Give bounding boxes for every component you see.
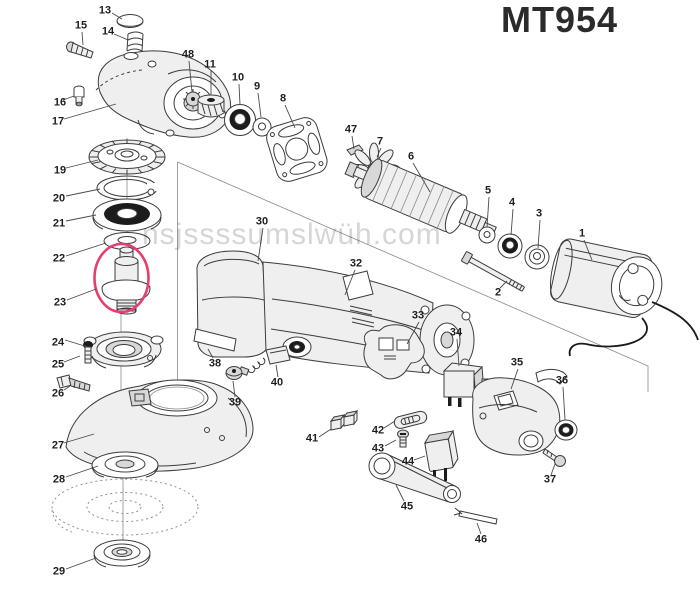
leader-line-7 — [376, 147, 382, 158]
bearing-plate-art — [266, 117, 328, 182]
leader-line-10 — [238, 83, 241, 106]
leader-line-19 — [65, 159, 99, 169]
leader-line-23 — [66, 288, 97, 301]
lock-nut-art — [93, 539, 151, 568]
leader-line-5 — [486, 196, 490, 228]
leader-line-42 — [383, 420, 396, 429]
leader-line-39 — [232, 380, 236, 398]
handle-tube-art — [368, 452, 461, 503]
connectors-art — [329, 409, 359, 431]
grinding-wheel-dashed-art — [51, 478, 199, 536]
leader-line-4 — [510, 208, 514, 236]
cap-39-art — [225, 366, 243, 380]
leader-line-44 — [413, 455, 426, 461]
highlight-ellipse — [93, 242, 150, 314]
leader-line-34 — [456, 338, 460, 367]
bolt-2-art — [461, 251, 525, 292]
leader-line-24 — [64, 339, 89, 348]
leader-line-32 — [344, 269, 356, 296]
bearing-box-art — [83, 331, 164, 369]
motor-field-art — [550, 238, 699, 357]
leader-lines — [62, 12, 593, 570]
slider-knob-art — [393, 410, 428, 429]
leader-line-41 — [318, 428, 332, 438]
brush-plug-art — [73, 85, 85, 107]
leader-line-29 — [65, 557, 97, 570]
key-47-art — [346, 144, 364, 156]
leader-line-35 — [510, 368, 519, 390]
leader-line-13 — [111, 12, 123, 20]
bearing-4-art — [497, 233, 523, 259]
leader-line-36 — [562, 386, 566, 421]
ring-36-art — [554, 419, 578, 441]
lock-ring-art — [96, 175, 158, 201]
leader-line-30 — [257, 227, 264, 262]
bearing-3-art — [524, 244, 550, 270]
leader-line-26 — [63, 385, 71, 391]
leader-line-22 — [65, 242, 107, 257]
gear-11-art — [197, 94, 225, 118]
wheel-guard-art — [65, 379, 254, 472]
leader-line-37 — [550, 463, 556, 476]
washer-5-art — [478, 226, 496, 244]
bar-46-art — [453, 507, 498, 525]
page-title: MT954 — [501, 0, 619, 40]
screw-25-art — [83, 341, 93, 364]
gear-housing-art — [95, 50, 232, 138]
screw-15-art — [66, 41, 94, 59]
holder-33-art — [363, 324, 425, 380]
bevel-gear-art — [88, 139, 166, 175]
leader-line-46 — [476, 522, 482, 535]
leader-line-15 — [81, 31, 84, 46]
label-plate-38-art — [193, 328, 237, 352]
leader-line-9 — [257, 92, 262, 118]
bearing-21-art — [92, 198, 162, 232]
cap-art — [116, 14, 144, 28]
bolt-26-art — [56, 374, 91, 392]
washer-9-art — [252, 117, 272, 137]
leader-line-38 — [207, 348, 214, 359]
leader-line-17 — [63, 103, 117, 120]
leader-line-47 — [351, 135, 355, 150]
leader-line-14 — [113, 33, 129, 41]
leader-line-8 — [284, 104, 296, 129]
leader-line-43 — [384, 439, 397, 447]
spring-art — [126, 31, 144, 52]
leader-line-3 — [537, 219, 541, 249]
leader-line-16 — [62, 95, 75, 101]
leader-line-27 — [63, 433, 95, 444]
bearing-10-art — [224, 104, 256, 136]
leader-line-2 — [499, 280, 508, 289]
leader-line-25 — [63, 355, 81, 363]
leader-line-28 — [65, 465, 99, 478]
rear-cover-art — [472, 368, 568, 456]
leader-line-45 — [395, 484, 405, 502]
leader-line-21 — [65, 214, 97, 222]
screw-43-art — [397, 429, 409, 448]
motor-housing-art — [196, 250, 475, 376]
leader-line-1 — [583, 239, 593, 261]
screw-37-art — [542, 448, 566, 467]
inner-flange-art — [91, 451, 159, 479]
leader-line-48 — [188, 60, 193, 93]
spindle-art — [101, 246, 151, 315]
leader-line-6 — [412, 162, 431, 193]
leader-line-20 — [65, 188, 101, 197]
name-plate-32-art — [342, 270, 374, 301]
leader-line-40 — [275, 364, 279, 378]
leader-line-33 — [406, 321, 420, 345]
